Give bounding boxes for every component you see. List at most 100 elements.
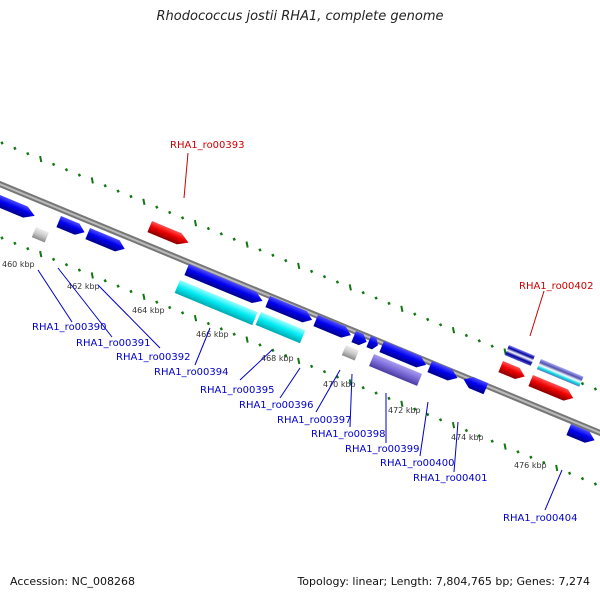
minor-tick (219, 327, 223, 331)
minor-tick (438, 418, 443, 422)
minor-tick (51, 162, 56, 167)
gene-label-ro00391[interactable]: RHA1_ro00391 (76, 338, 151, 349)
major-tick (142, 293, 146, 301)
minor-tick (13, 241, 17, 246)
feature-blue-forward[interactable] (0, 191, 37, 221)
major-tick (245, 241, 249, 248)
minor-tick (490, 439, 494, 443)
major-tick (297, 357, 301, 365)
minor-tick (103, 279, 107, 283)
minor-tick (129, 289, 133, 294)
minor-tick (335, 280, 340, 284)
minor-tick (426, 317, 430, 322)
feature-blue-forward[interactable] (379, 341, 428, 370)
gene-label-ro00395[interactable]: RHA1_ro00395 (200, 385, 275, 396)
feature-blue-forward[interactable] (265, 296, 314, 325)
minor-tick (219, 232, 223, 236)
gene-labels: RHA1_ro00393 RHA1_ro00402 RHA1_ro00390 R… (32, 140, 594, 524)
minor-tick (284, 258, 288, 263)
minor-tick (361, 385, 365, 390)
feature-rna[interactable] (174, 280, 258, 326)
tick-label: 468 kbp (261, 354, 294, 363)
minor-tick (580, 381, 585, 386)
minor-tick (542, 460, 546, 465)
feature-misc[interactable] (369, 354, 423, 386)
feature-blue-forward[interactable] (566, 424, 596, 446)
feature-blue-forward[interactable] (351, 331, 369, 347)
minor-tick (155, 300, 159, 304)
minor-tick (593, 482, 598, 486)
minor-tick (580, 476, 585, 481)
major-tick (400, 305, 404, 312)
feature-rna[interactable] (255, 312, 306, 344)
minor-tick (258, 343, 262, 347)
minor-tick (322, 369, 327, 374)
gene-label-ro00396[interactable]: RHA1_ro00396 (239, 400, 314, 411)
major-tick (39, 155, 43, 163)
major-tick (193, 315, 198, 322)
minor-tick (271, 348, 275, 353)
minor-tick (13, 146, 17, 151)
minor-tick (322, 274, 327, 279)
feature-red-ro00402[interactable] (528, 375, 575, 404)
gene-label-ro00392[interactable]: RHA1_ro00392 (116, 352, 191, 363)
feature-blue-forward[interactable] (56, 216, 86, 238)
minor-tick (309, 364, 314, 369)
major-tick (503, 443, 507, 450)
minor-tick (516, 450, 520, 454)
major-tick (193, 220, 198, 227)
tick-label: 472 kbp (388, 406, 421, 415)
minor-tick (387, 396, 391, 401)
feature-blue-forward[interactable] (184, 264, 264, 306)
minor-tick (0, 141, 4, 145)
minor-tick (232, 237, 236, 241)
gene-features (0, 191, 596, 446)
major-tick (90, 177, 94, 184)
gene-label-ro00390[interactable]: RHA1_ro00390 (32, 322, 107, 333)
minor-tick (155, 205, 159, 209)
minor-tick (529, 455, 533, 459)
minor-tick (464, 428, 469, 433)
major-tick (245, 336, 249, 343)
minor-tick (374, 296, 378, 300)
minor-tick (309, 269, 314, 274)
gene-label-ro00402[interactable]: RHA1_ro00402 (519, 281, 594, 292)
major-tick (348, 284, 352, 291)
gene-label-ro00398[interactable]: RHA1_ro00398 (311, 429, 386, 440)
minor-tick (26, 151, 30, 156)
feature-blue-forward[interactable] (313, 315, 353, 341)
feature-pseudo[interactable] (31, 227, 49, 243)
feature-blue-forward[interactable] (427, 361, 459, 384)
minor-tick (413, 312, 417, 316)
minor-tick (180, 216, 185, 220)
gene-label-ro00404[interactable]: RHA1_ro00404 (503, 513, 578, 524)
major-tick (348, 379, 352, 386)
feature-blue-forward[interactable] (366, 336, 380, 351)
gene-label-ro00400[interactable]: RHA1_ro00400 (380, 458, 455, 469)
minor-tick (129, 194, 133, 199)
tick-label: 474 kbp (451, 433, 484, 442)
gene-label-ro00399[interactable]: RHA1_ro00399 (345, 444, 420, 455)
feature-red-ro00402[interactable] (498, 361, 527, 382)
feature-striped[interactable] (536, 359, 584, 387)
genome-summary-text: Topology: linear; Length: 7,804,765 bp; … (297, 575, 590, 588)
minor-tick (0, 236, 4, 240)
tick-label: 462 kbp (67, 282, 100, 291)
minor-tick (180, 311, 185, 315)
gene-label-ro00397[interactable]: RHA1_ro00397 (277, 415, 352, 426)
gene-label-ro00393[interactable]: RHA1_ro00393 (170, 140, 245, 151)
minor-tick (426, 412, 430, 417)
outer-tick-row (0, 141, 598, 391)
feature-red-ro00393[interactable] (147, 221, 190, 248)
gene-label-ro00394[interactable]: RHA1_ro00394 (154, 367, 229, 378)
feature-striped[interactable] (504, 345, 535, 366)
major-tick (297, 262, 301, 270)
feature-blue-reverse[interactable] (461, 374, 489, 395)
minor-tick (51, 257, 56, 262)
tick-label: 460 kbp (2, 260, 35, 269)
feature-blue-forward[interactable] (85, 228, 127, 254)
feature-pseudo[interactable] (341, 345, 359, 361)
minor-tick (413, 407, 417, 411)
gene-label-ro00401[interactable]: RHA1_ro00401 (413, 473, 488, 484)
